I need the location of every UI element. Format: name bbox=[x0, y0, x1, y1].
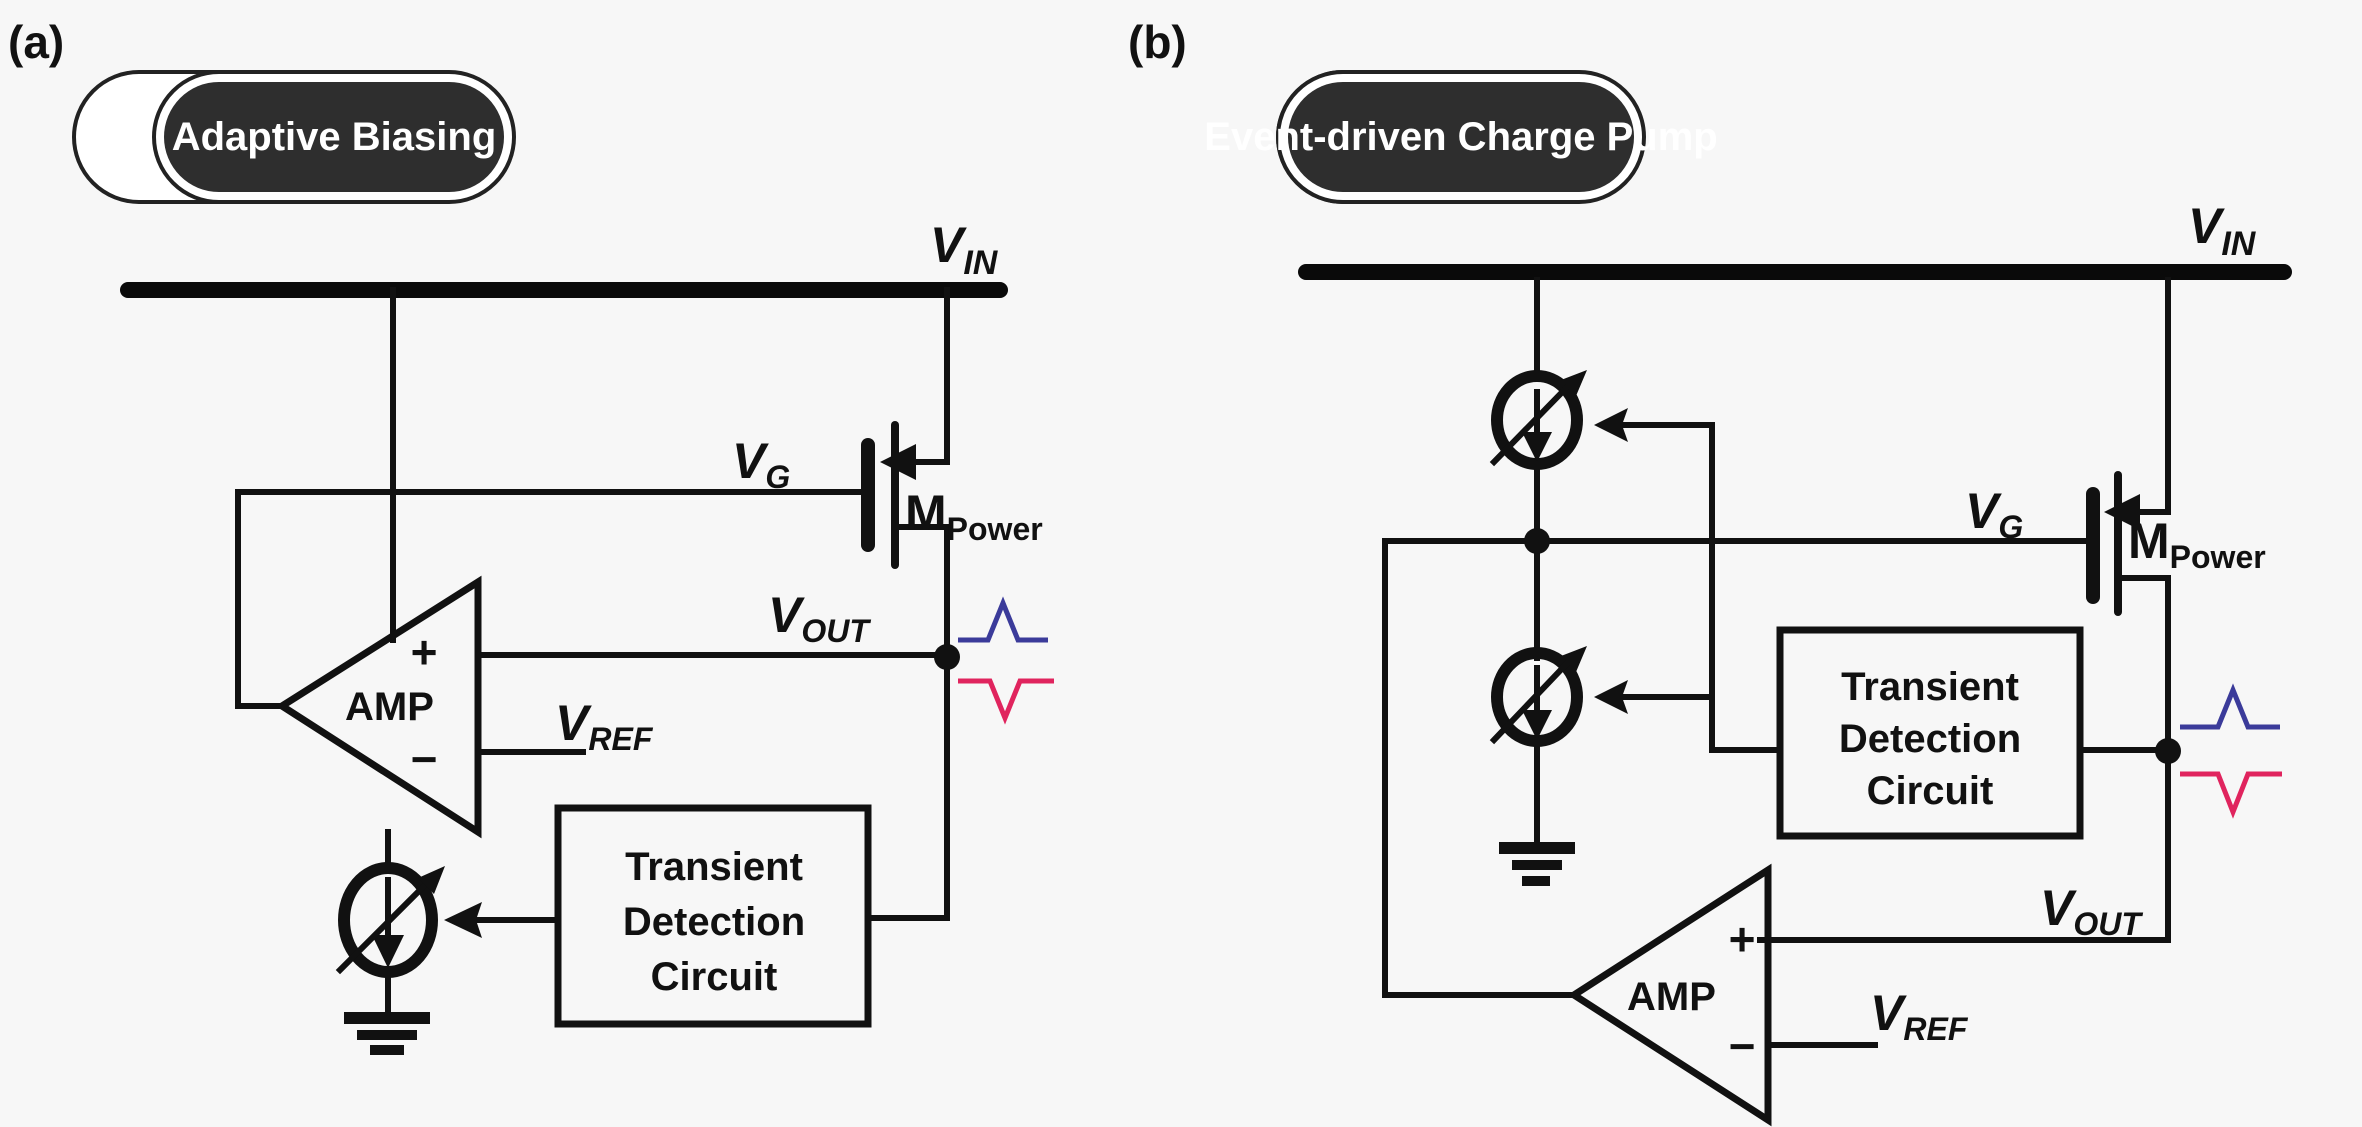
panel-b: (b) Event-driven Charge Pump VIN bbox=[1128, 16, 2292, 1127]
lower-control-arrow-icon bbox=[1594, 680, 1628, 714]
lower-variable-arrow-icon bbox=[1561, 646, 1587, 672]
mpower-source-wire bbox=[902, 287, 950, 465]
vg-label-b: VG bbox=[1965, 483, 2023, 545]
ground-icon bbox=[344, 1012, 430, 1024]
lower-variable-shaft bbox=[1489, 651, 1579, 745]
panel-a: (a) Adaptive Biasing VIN MPower VG AMP +… bbox=[8, 16, 1054, 1055]
upper-variable-arrow-icon bbox=[1561, 370, 1587, 396]
mpower-source-wire-b bbox=[2125, 277, 2171, 515]
detector-a-line-3: Circuit bbox=[651, 955, 778, 999]
transient-detection-circuit-a bbox=[554, 804, 872, 1028]
lower-current-arrow-icon bbox=[1522, 710, 1552, 740]
vin-label-b: VIN bbox=[2188, 198, 2257, 263]
vg-wire bbox=[235, 489, 863, 709]
ground-bar-3 bbox=[370, 1045, 404, 1055]
amp-b-label: AMP bbox=[1627, 975, 1716, 1019]
overshoot-pulse-icon bbox=[958, 596, 1048, 643]
amp-b-plus: + bbox=[1729, 913, 1756, 965]
ground-bar-2 bbox=[357, 1030, 417, 1040]
amp-b-minus: − bbox=[1729, 1020, 1756, 1072]
detector-control-bus bbox=[1617, 422, 1781, 753]
vout-node bbox=[934, 644, 960, 670]
vout-node-b bbox=[2155, 738, 2181, 764]
vg-label: VG bbox=[732, 433, 790, 495]
amp-a-label: AMP bbox=[345, 685, 434, 729]
detector-b-line-2: Detection bbox=[1839, 717, 2021, 761]
vin-label: VIN bbox=[930, 217, 999, 282]
control-arrow-icon bbox=[444, 902, 482, 938]
panel-a-title: Adaptive Biasing bbox=[172, 115, 497, 159]
undershoot-pulse-icon bbox=[958, 678, 1054, 725]
title-pill-charge-pump: Event-driven Charge Pump bbox=[1204, 70, 1718, 204]
detector-a-line-2: Detection bbox=[623, 900, 805, 944]
upper-control-arrow-icon bbox=[1594, 408, 1628, 442]
panel-b-title: Event-driven Charge Pump bbox=[1204, 115, 1717, 159]
amp-a-plus: + bbox=[411, 626, 438, 678]
mpower-label-b: MPower bbox=[2128, 513, 2266, 575]
overshoot-pulse-icon-b bbox=[2180, 683, 2280, 730]
amp-a-minus: − bbox=[411, 733, 438, 785]
detector-b-line-1: Transient bbox=[1841, 665, 2019, 709]
transient-detection-circuit-b bbox=[1776, 626, 2084, 840]
mpower-label: MPower bbox=[905, 485, 1043, 547]
amp-a bbox=[275, 575, 482, 839]
panel-a-label: (a) bbox=[8, 16, 64, 68]
vout-label-b: VOUT bbox=[2040, 880, 2143, 942]
upper-current-arrow-icon bbox=[1522, 432, 1552, 462]
detector-b-line-3: Circuit bbox=[1867, 769, 1994, 813]
vref-label-b: VREF bbox=[1870, 985, 1969, 1047]
variable-arrow-shaft bbox=[335, 875, 435, 975]
mpower-drain-wire bbox=[869, 524, 950, 921]
undershoot-pulse-icon-b bbox=[2180, 771, 2282, 819]
variable-arrow-head-icon bbox=[418, 866, 445, 894]
detector-a-line-1: Transient bbox=[625, 845, 803, 889]
upper-variable-shaft bbox=[1489, 375, 1579, 467]
current-down-arrow-icon bbox=[372, 935, 404, 968]
title-pill-adaptive-biasing: Adaptive Biasing bbox=[72, 70, 516, 204]
vout-label: VOUT bbox=[768, 587, 871, 649]
vg-wire-b bbox=[1382, 538, 2091, 998]
panel-b-label: (b) bbox=[1128, 16, 1187, 68]
ground-bar-2-b bbox=[1512, 860, 1562, 870]
vref-label: VREF bbox=[555, 695, 654, 757]
amp-b bbox=[1567, 863, 1772, 1127]
ground-icon-b bbox=[1499, 842, 1575, 854]
ground-bar-3-b bbox=[1522, 876, 1550, 886]
